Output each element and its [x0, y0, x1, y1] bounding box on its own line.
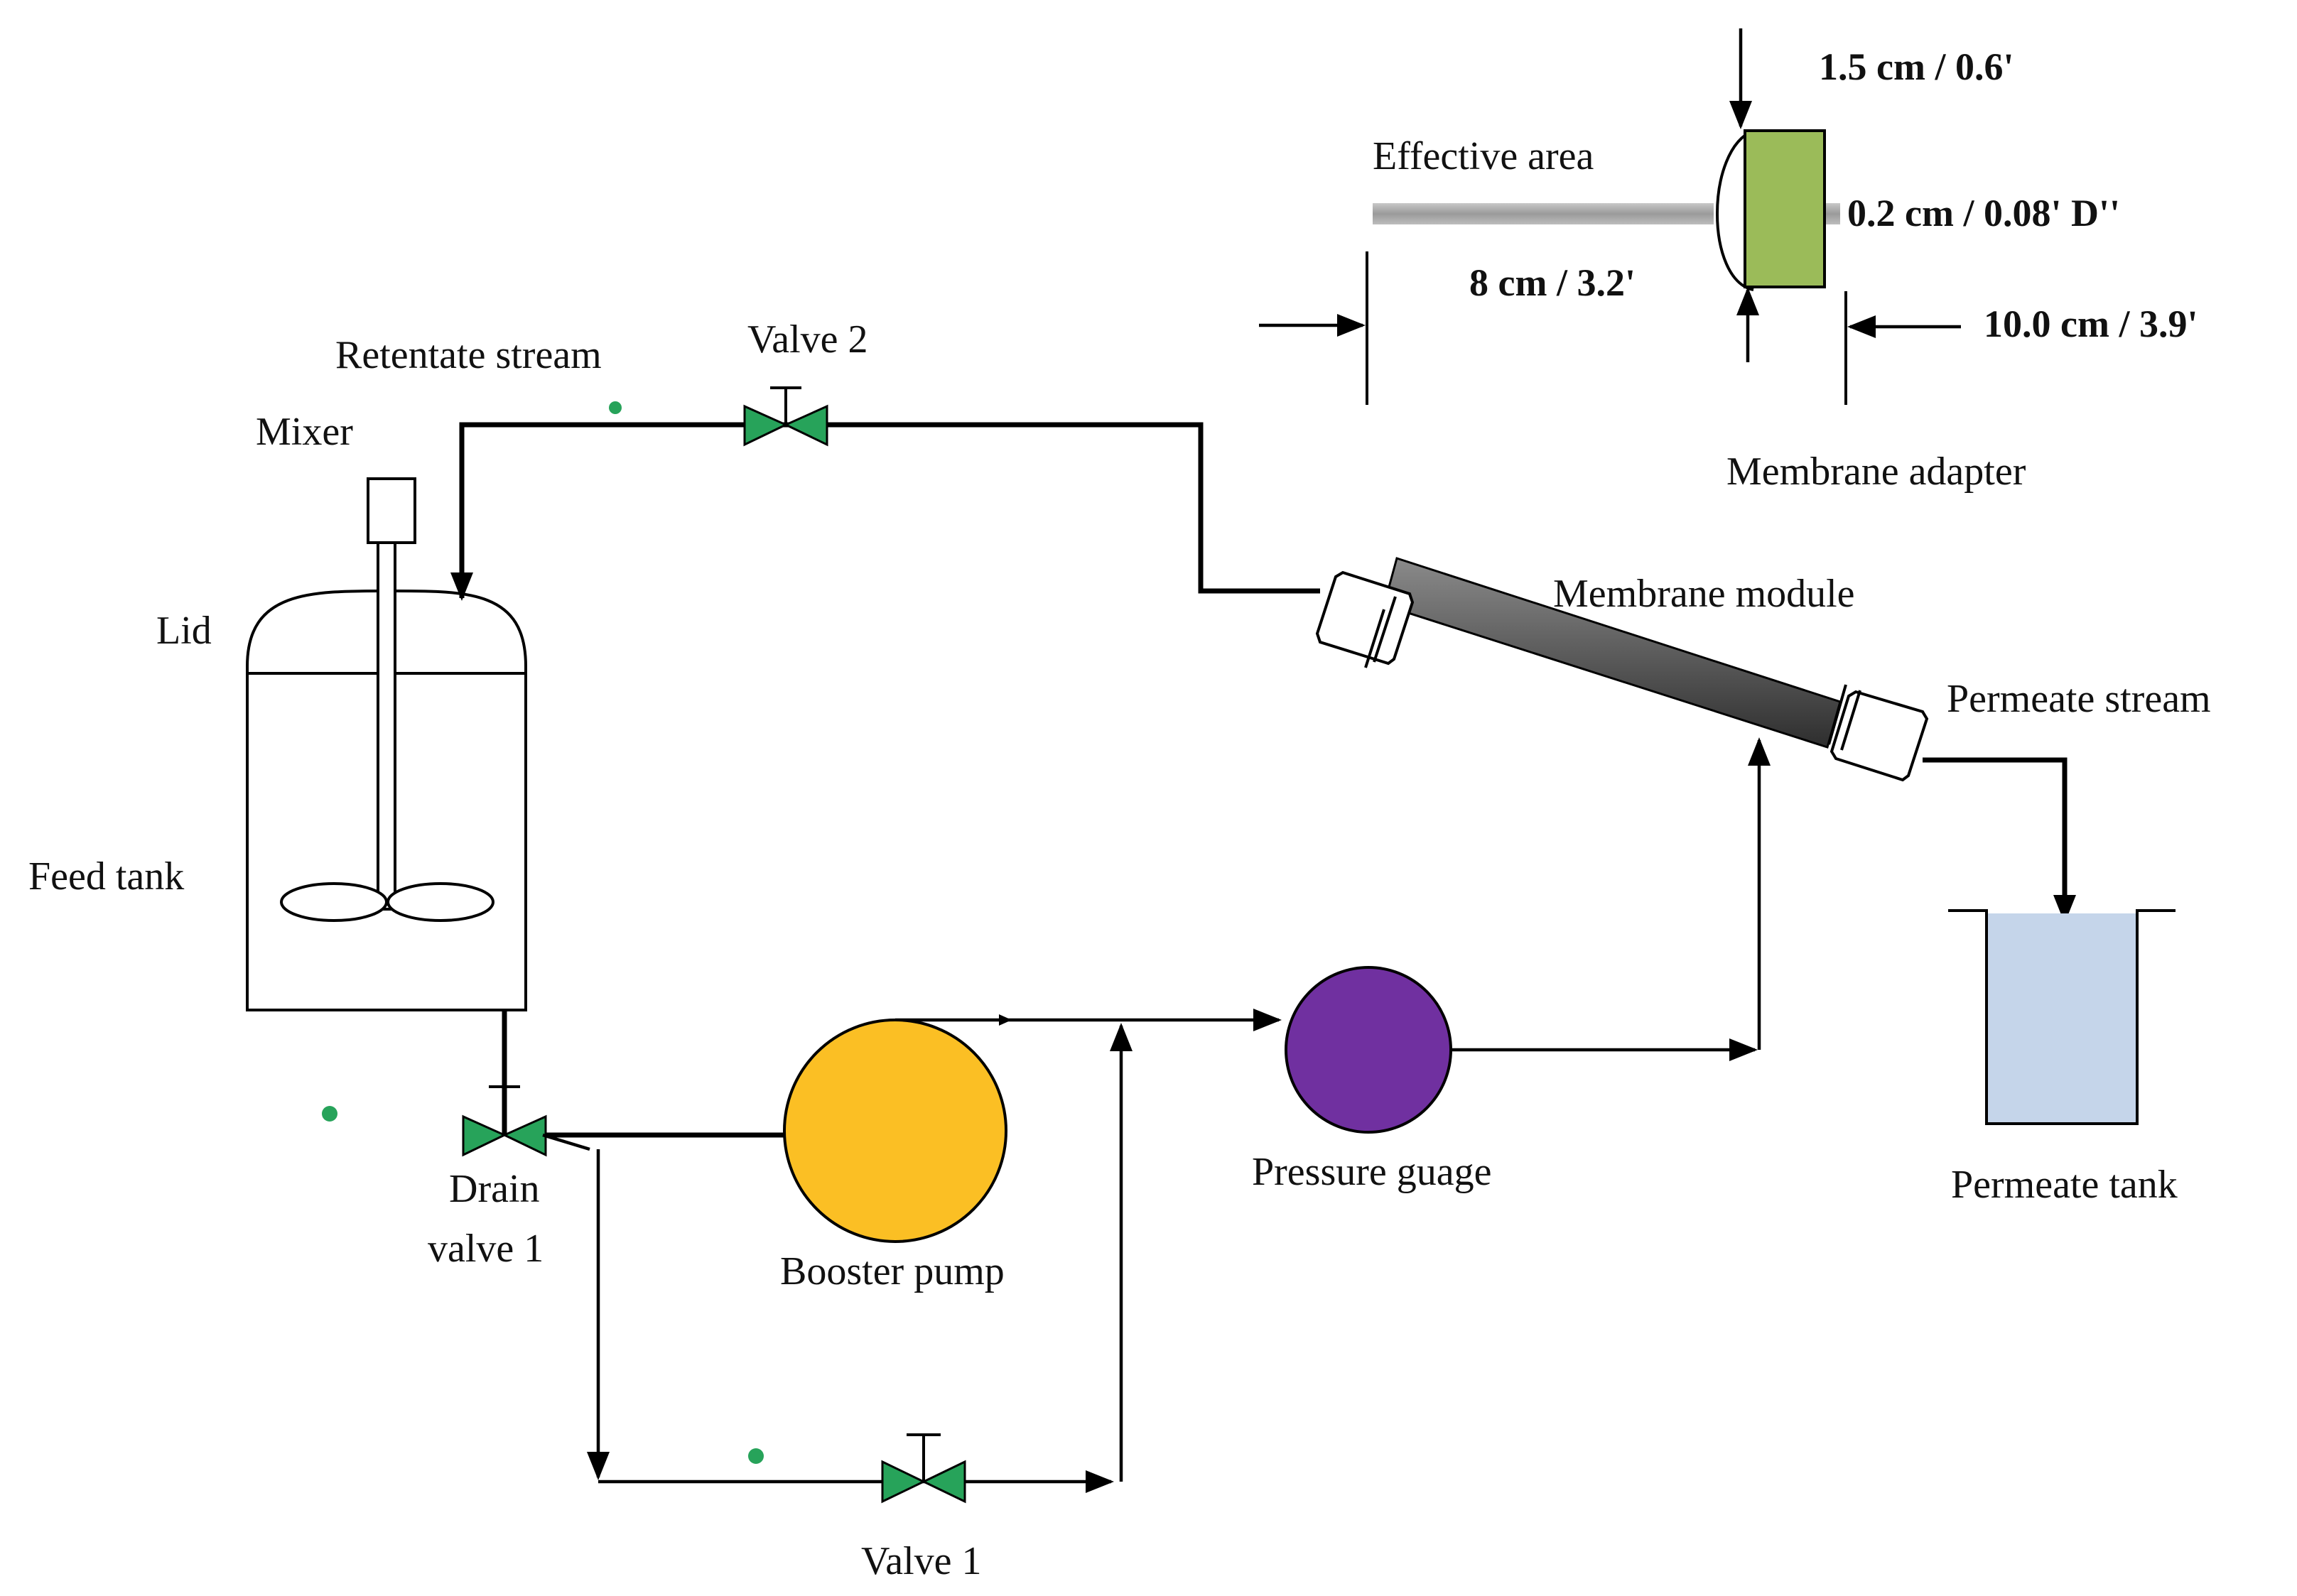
drain-valve-label-line2: valve 1: [428, 1227, 544, 1271]
membrane-module-inlet-cap: [1315, 570, 1415, 668]
mixer-blade-right: [387, 882, 494, 922]
valve-2-label: Valve 2: [747, 317, 868, 362]
effective-area-label: Effective area: [1373, 134, 1594, 178]
permeate-line: Permeate stream: [1923, 677, 2211, 923]
adapter-body: [1744, 129, 1826, 288]
mixer-blade-left: [280, 882, 388, 922]
membrane-module-outlet-cap: [1827, 684, 1929, 782]
permeate-tank-outline: [1948, 909, 2176, 1125]
drain-valve-1[interactable]: [462, 1085, 547, 1157]
feed-tank: Mixer Lid Feed tank: [28, 410, 527, 1011]
valve-2[interactable]: [743, 386, 828, 447]
permeate-pipe: [1923, 757, 2076, 923]
pressure-gauge: Pressure guage: [1252, 966, 1491, 1194]
retentate-line: Retentate stream Valve 2: [335, 317, 1320, 601]
permeate-liquid: [1987, 913, 2137, 1124]
lid-label: Lid: [156, 609, 212, 653]
permeate-tank-label: Permeate tank: [1951, 1163, 2178, 1207]
booster-pump-label: Booster pump: [780, 1249, 1005, 1293]
membrane-module: Membrane module: [1315, 557, 1929, 782]
drain-valve-label-line1: Drain: [449, 1167, 540, 1211]
feed-tank-label: Feed tank: [28, 854, 184, 899]
retentate-stream-label: Retentate stream: [335, 333, 602, 377]
drain-dot: [322, 1106, 337, 1122]
bypass-dot: [748, 1448, 764, 1464]
valve-1-label: Valve 1: [861, 1539, 982, 1583]
booster-pump: Booster pump: [780, 1019, 1007, 1293]
effective-length-dimension: 8 cm / 3.2': [1469, 261, 1636, 304]
pressure-gauge-label: Pressure guage: [1252, 1150, 1491, 1194]
membrane-adapter-label: Membrane adapter: [1726, 450, 2026, 494]
mixer-motor: [367, 477, 416, 544]
retentate-dot: [609, 401, 622, 414]
diameter-dimension: 0.2 cm / 0.08' D'': [1847, 192, 2120, 234]
valve-1[interactable]: [881, 1433, 966, 1504]
membrane-adapter-detail: 1.5 cm / 0.6' Effective area 0.2 cm / 0.…: [1259, 28, 2198, 494]
thickness-dimension: 1.5 cm / 0.6': [1819, 45, 2014, 88]
mixer-label: Mixer: [256, 410, 353, 454]
pressure-line: [895, 737, 1771, 1061]
retentate-pipe: [450, 422, 1320, 601]
feed-line: Drain valve 1: [322, 1010, 899, 1271]
membrane-module-label: Membrane module: [1553, 572, 1855, 616]
mixer-shaft: [377, 541, 396, 911]
total-length-dimension: 10.0 cm / 3.9': [1984, 303, 2198, 345]
permeate-tank: Permeate tank: [1948, 909, 2178, 1207]
effective-area-rod: [1373, 203, 1714, 224]
permeate-stream-label: Permeate stream: [1947, 677, 2211, 721]
bypass-line: Valve 1: [542, 1023, 1133, 1583]
